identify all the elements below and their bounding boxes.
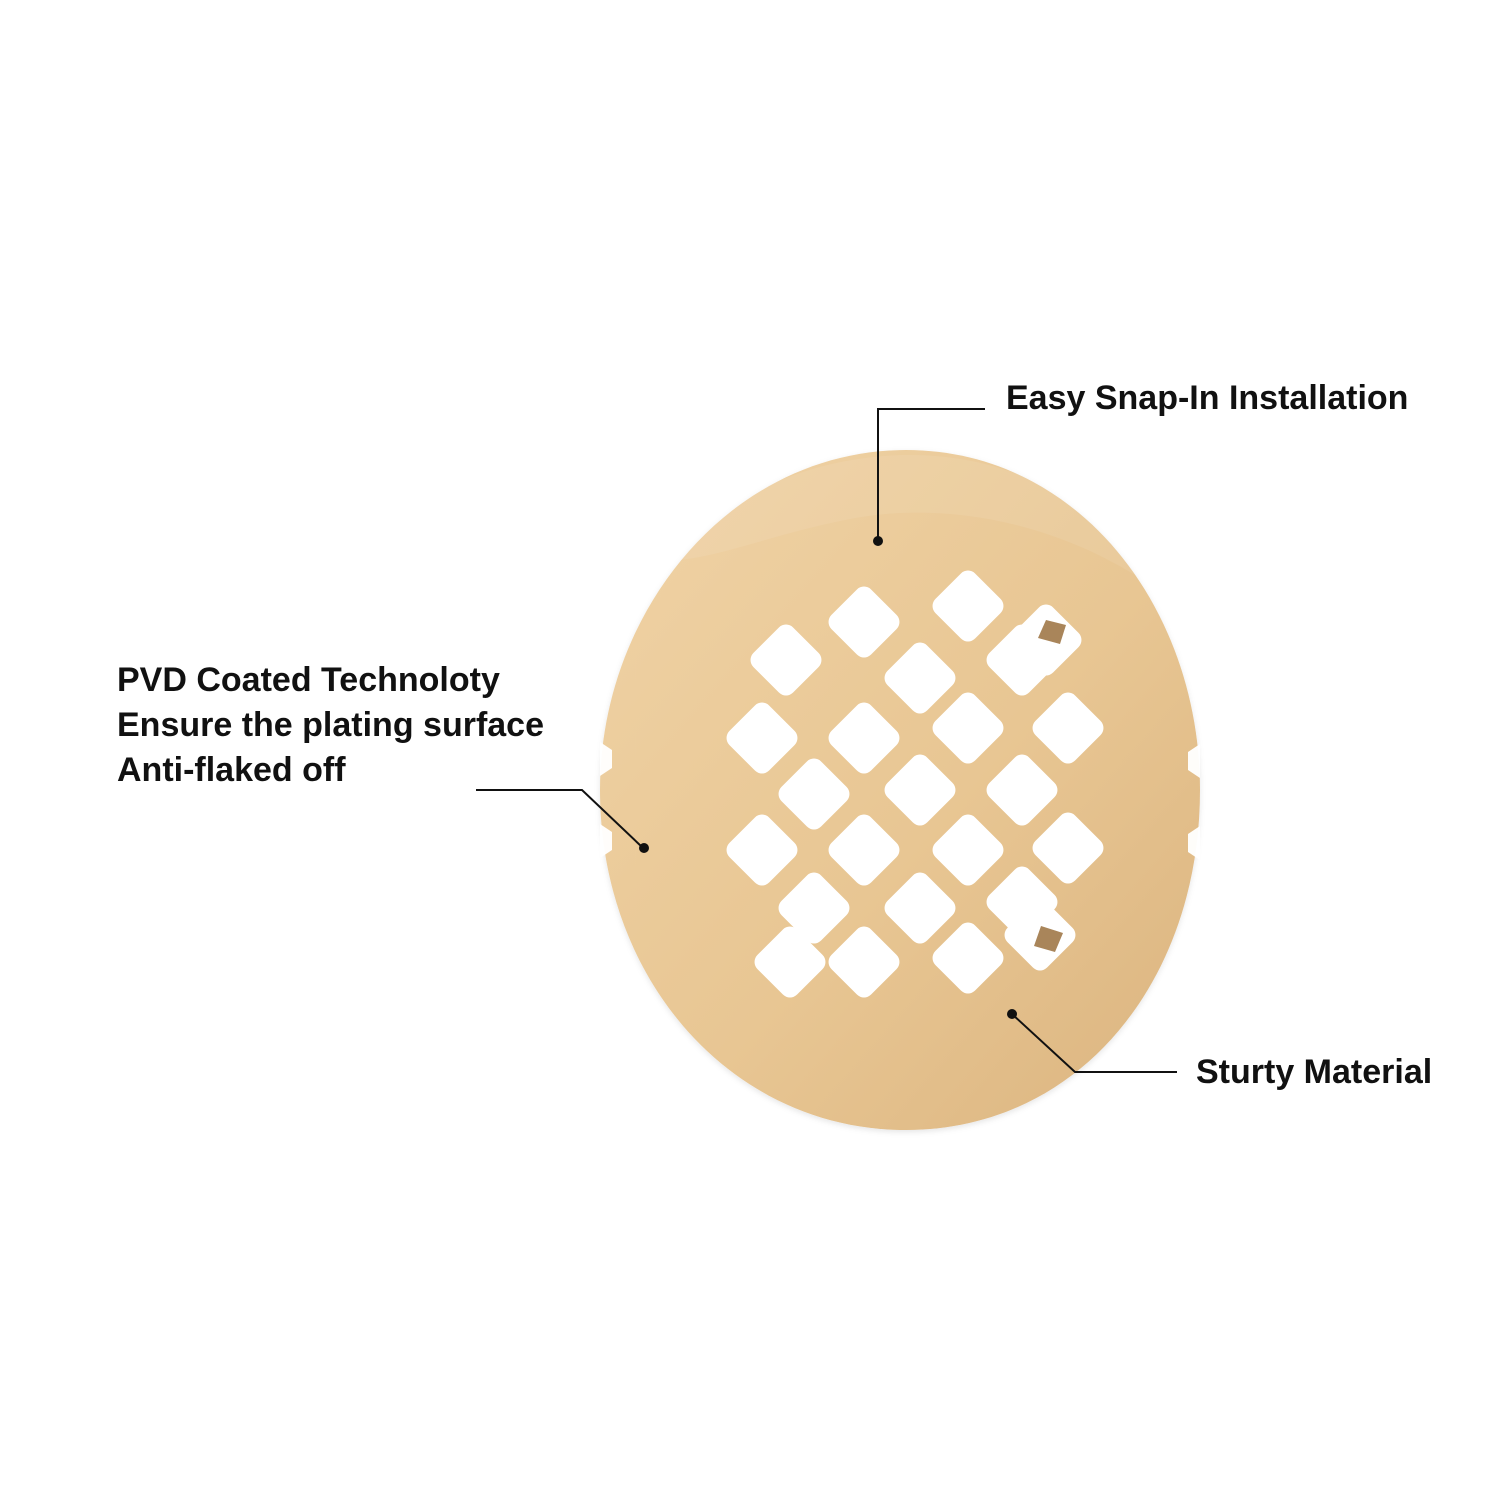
drain-hole — [932, 570, 1004, 642]
leader-lines — [476, 408, 1177, 1073]
coating-label-line-3: Anti-flaked off — [117, 751, 346, 789]
drain-hole — [754, 926, 826, 998]
drain-hole — [932, 814, 1004, 886]
drain-hole — [726, 702, 798, 774]
drain-hole — [884, 754, 956, 826]
snap-clips — [1034, 620, 1066, 952]
drain-hole — [828, 814, 900, 886]
drain-hole — [778, 758, 850, 830]
drain-hole — [932, 692, 1004, 764]
drain-hole — [1032, 812, 1104, 884]
installation-leader-line — [877, 408, 985, 540]
coating-label-line-1: PVD Coated Technoloty — [117, 661, 500, 699]
drain-hole — [828, 586, 900, 658]
material-label: Sturty Material — [1196, 1053, 1433, 1091]
installation-callout: Easy Snap-In Installation — [1006, 376, 1408, 421]
coating-leader-line — [476, 789, 643, 848]
drain-hole — [1032, 692, 1104, 764]
drain-holes-grid — [726, 570, 1104, 998]
drain-hole — [884, 642, 956, 714]
drain-hole — [778, 872, 850, 944]
material-leader-line — [1011, 1013, 1177, 1073]
coating-callout: PVD Coated Technoloty Ensure the plating… — [117, 658, 544, 793]
drain-hole — [932, 922, 1004, 994]
coating-dot — [639, 843, 649, 853]
drain-hole — [884, 872, 956, 944]
drain-hole — [986, 754, 1058, 826]
leader-dots — [639, 536, 1017, 1019]
material-callout: Sturty Material — [1196, 1050, 1432, 1095]
drain-hole — [828, 702, 900, 774]
coating-label-line-2: Ensure the plating surface — [117, 706, 544, 744]
material-dot — [1007, 1009, 1017, 1019]
drain-hole — [726, 814, 798, 886]
drain-hole — [750, 624, 822, 696]
installation-dot — [873, 536, 883, 546]
installation-label: Easy Snap-In Installation — [1006, 379, 1409, 417]
drain-hole — [828, 926, 900, 998]
